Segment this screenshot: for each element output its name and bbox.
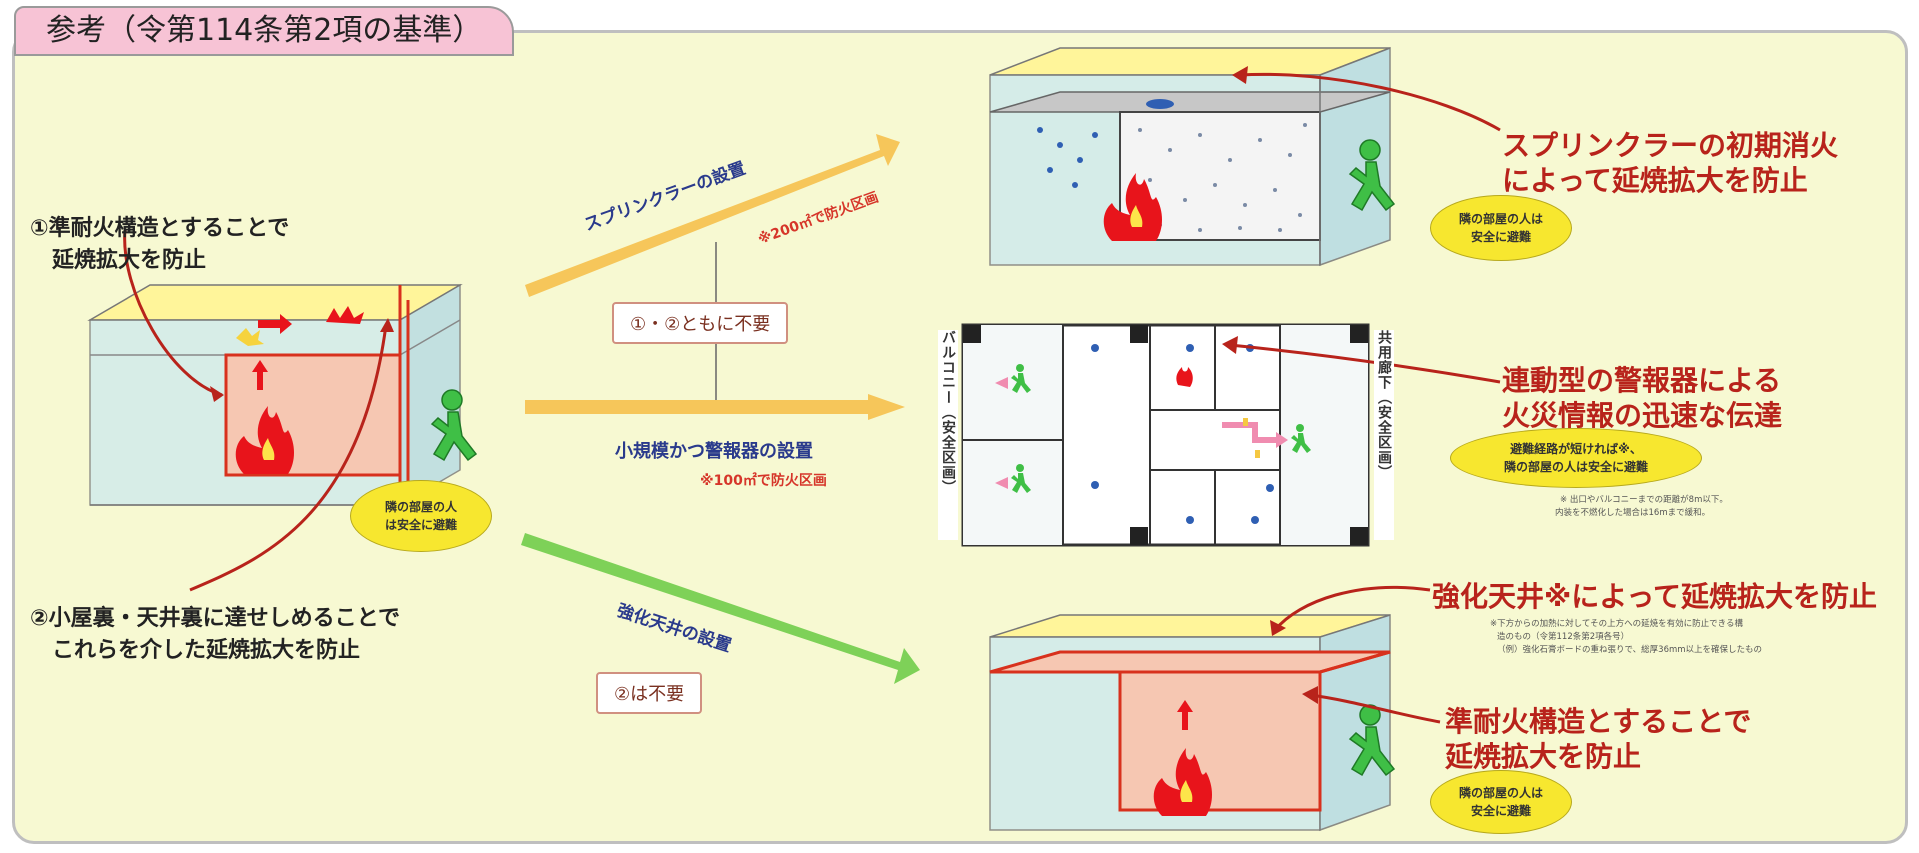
alarm-caption-line1: 連動型の警報器による: [1502, 364, 1782, 397]
corridor-label: 共用廊下（安全区画）: [1374, 330, 1394, 540]
bottom-caption-line1: 準耐火構造とすることで: [1445, 705, 1752, 738]
balcony-label: バルコニー（安全区画）: [938, 330, 958, 540]
ceiling-footnote-line3: （例）強化石膏ボードの重ね張りで、総厚36mm以上を確保したもの: [1497, 645, 1763, 655]
middle-right-speech-bubble: 避難経路が短ければ※、隣の部屋の人は安全に避難: [1450, 428, 1702, 488]
alarm-caption-line2: 火災情報の迅速な伝達: [1502, 399, 1783, 432]
alarm-arrow-note: ※100㎡で防火区画: [700, 473, 827, 489]
bottom-caption-line2: 延焼拡大を防止: [1445, 740, 1642, 773]
ceiling-unneeded-box: ②は不要: [596, 672, 703, 714]
top-right-speech-bubble: 隣の部屋の人は安全に避難: [1430, 195, 1572, 261]
alarm-arrow-label: 小規模かつ警報器の設置: [615, 441, 813, 462]
left-bubble-line2: は安全に避難: [384, 518, 457, 532]
title-tab: 参考（令第114条第2項の基準）: [14, 6, 515, 56]
bottom-bubble-line1: 隣の部屋の人は: [1458, 786, 1543, 800]
left-building: [87, 229, 477, 592]
label-fire-resistant-line2: 延焼拡大を防止: [52, 248, 207, 273]
middle-bubble-line2: 隣の部屋の人は安全に避難: [1503, 460, 1648, 474]
sprinkler-caption-line2: によって延焼拡大を防止: [1502, 164, 1808, 197]
floor-plan: [961, 323, 1501, 547]
arrow-icon: [521, 134, 920, 684]
bottom-right-building: [989, 585, 1441, 832]
both-unneeded-box: ①・②ともに不要: [612, 302, 789, 344]
sprinkler-caption-line1: スプリンクラーの初期消火: [1502, 129, 1839, 162]
label-fire-resistant-line1: ①準耐火構造とすることで: [30, 216, 290, 241]
ceiling-footnote-line1: ※下方からの加熱に対してその上方への延焼を有効に防止できる構: [1490, 619, 1743, 629]
middle-bubble-line1: 避難経路が短ければ※、: [1510, 442, 1642, 456]
left-speech-bubble: 隣の部屋の人は安全に避難: [350, 480, 492, 552]
top-right-bubble-line1: 隣の部屋の人は: [1458, 212, 1543, 226]
top-right-bubble-line2: 安全に避難: [1470, 230, 1531, 244]
top-right-building: [989, 46, 1501, 267]
bottom-right-speech-bubble: 隣の部屋の人は安全に避難: [1430, 770, 1572, 834]
label-attic-line2: これらを介した延焼拡大を防止: [52, 638, 361, 663]
alarm-footnote-line2: 内装を不燃化した場合は16mまで緩和。: [1555, 508, 1711, 518]
left-bubble-line1: 隣の部屋の人: [384, 500, 457, 514]
alarm-footnote-line1: ※ 出口やバルコニーまでの距離が8m以下。: [1560, 495, 1728, 505]
bottom-bubble-line2: 安全に避難: [1470, 804, 1531, 818]
ceiling-footnote-line2: 造のもの（令第112条第2項各号）: [1497, 632, 1630, 642]
label-attic-line1: ②小屋裏・天井裏に達せしめることで: [30, 606, 400, 631]
sprinkler-icon: [1146, 99, 1174, 109]
reinforced-ceiling-caption: 強化天井※によって延焼拡大を防止: [1432, 580, 1877, 613]
